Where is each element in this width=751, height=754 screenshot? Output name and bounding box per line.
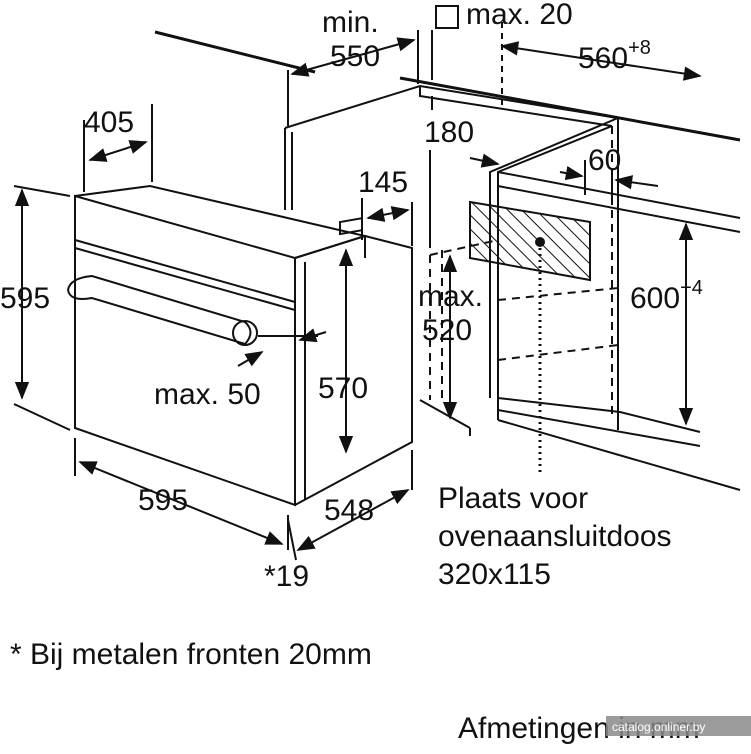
label-548: 548 <box>324 494 374 527</box>
watermark: catalog.onliner.by <box>612 720 705 734</box>
label-min: min. <box>322 6 379 39</box>
box-label-line1: Plaats voor <box>438 482 588 515</box>
square-symbol <box>435 5 459 29</box>
label-max-50: max. 50 <box>154 378 261 411</box>
label-520: 520 <box>422 314 472 347</box>
footnote: * Bij metalen fronten 20mm <box>10 638 372 671</box>
label-niche-width: 560+8 <box>578 37 651 75</box>
label-max: max. <box>418 280 483 313</box>
label-max-20: max. 20 <box>466 0 573 31</box>
label-min-550: 550 <box>330 40 380 73</box>
label-oven-height-595: 595 <box>0 282 50 315</box>
label-offset-19: *19 <box>264 560 309 593</box>
label-60: 60 <box>588 144 621 177</box>
watermark-bg <box>606 716 751 736</box>
cabinet-niche <box>154 30 741 491</box>
label-oven-width-595: 595 <box>138 484 188 517</box>
box-label-line3: 320x115 <box>438 558 551 591</box>
label-180: 180 <box>424 116 474 149</box>
connection-box <box>469 200 591 475</box>
label-405: 405 <box>84 106 134 139</box>
box-label-line2: ovenaansluitdoos <box>438 520 672 553</box>
label-570: 570 <box>318 372 368 405</box>
dimension-lines <box>13 22 702 561</box>
label-145: 145 <box>358 166 408 199</box>
label-niche-height: 600+4 <box>630 277 703 315</box>
oven-body <box>66 184 413 507</box>
